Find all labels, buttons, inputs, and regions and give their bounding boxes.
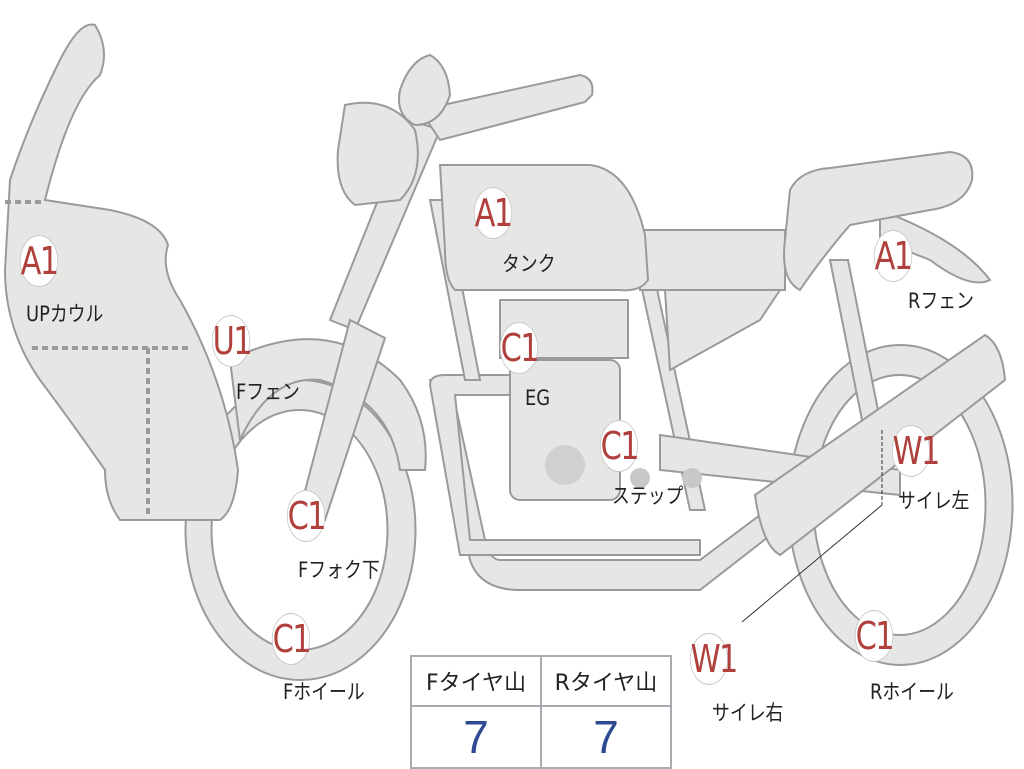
front-fork-lower [298, 318, 387, 522]
code-badge: W1 [891, 425, 940, 477]
tire-tread-table: Fタイヤ山 Rタイヤ山 7 7 [410, 655, 672, 769]
side-panel [639, 229, 786, 291]
upper-cowl [3, 23, 240, 521]
part-label: Fフォク下 [298, 558, 380, 582]
part-label: サイレ左 [898, 489, 970, 513]
code-badge: A1 [19, 235, 59, 287]
front-tire-value: 7 [410, 705, 542, 769]
code-badge: U1 [211, 315, 253, 367]
front-tire-header: Fタイヤ山 [410, 655, 542, 707]
part-label: サイレ右 [712, 701, 784, 725]
code-badge: C1 [271, 613, 312, 665]
seat [783, 150, 974, 292]
code-badge: C1 [499, 322, 540, 374]
code-badge: A1 [473, 187, 513, 239]
code-badge: C1 [854, 610, 895, 662]
part-label: ステップ [612, 484, 684, 508]
headlight [336, 101, 419, 207]
part-label: UPカウル [26, 302, 104, 326]
code-badge: A1 [873, 230, 913, 282]
handlebar [418, 73, 594, 142]
part-label: Rフェン [908, 289, 974, 313]
part-label: Rホイール [870, 680, 954, 704]
part-label: タンク [502, 252, 556, 276]
part-label: EG [525, 386, 551, 410]
rear-tire-value: 7 [540, 705, 672, 769]
part-label: Fフェン [236, 380, 300, 404]
part-label: Fホイール [283, 680, 365, 704]
mirror [398, 53, 452, 127]
front-fender [228, 338, 427, 471]
code-badge: C1 [599, 420, 640, 472]
exhaust-pipe [428, 374, 701, 556]
code-badge: C1 [286, 490, 327, 542]
rear-fender [879, 208, 992, 284]
rear-wheel [787, 344, 1014, 666]
rear-tire-header: Rタイヤ山 [540, 655, 672, 707]
code-badge: W1 [689, 633, 738, 685]
